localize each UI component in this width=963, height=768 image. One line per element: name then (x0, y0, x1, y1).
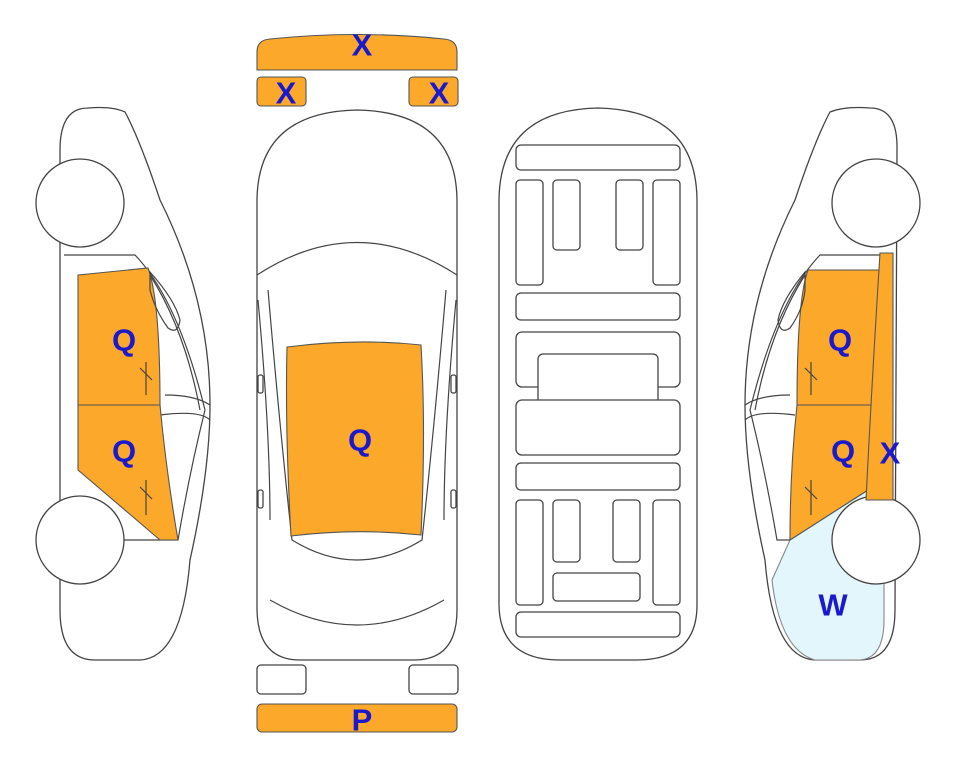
rear-left-light (256, 664, 307, 695)
front-left-corner-panel (256, 76, 307, 107)
front-bumper-panel (256, 33, 458, 71)
right-rear-quarter-label: W (818, 588, 848, 623)
hood-label: Q (348, 423, 372, 458)
left-rear-door-panel (77, 404, 179, 541)
front-right-corner-panel (408, 76, 459, 107)
top-view: X X X Q P (256, 28, 459, 738)
right-rear-pillar-panel (865, 252, 894, 501)
front-bumper-label: X (352, 28, 373, 63)
left-side-view: Q Q (35, 106, 211, 661)
front-left-corner-label: X (276, 76, 297, 111)
left-front-wheel (35, 158, 125, 248)
rear-bumper-panel (256, 703, 458, 733)
right-rear-pillar-label: X (880, 436, 901, 471)
right-front-wheel (831, 158, 921, 248)
underside-view (498, 107, 698, 661)
front-right-corner-label: X (429, 76, 450, 111)
right-front-door-label: Q (828, 323, 852, 358)
rear-right-light (408, 664, 459, 695)
rear-bumper-label: P (352, 703, 373, 738)
right-rear-wheel (831, 495, 921, 585)
hood-panel (285, 341, 425, 537)
left-rear-door-label: Q (112, 434, 136, 469)
right-side-view: Q Q X W (744, 106, 921, 661)
right-rear-door-panel (789, 404, 881, 542)
right-rear-door-label: Q (831, 434, 855, 469)
left-front-door-label: Q (112, 323, 136, 358)
left-rear-wheel (35, 495, 125, 585)
